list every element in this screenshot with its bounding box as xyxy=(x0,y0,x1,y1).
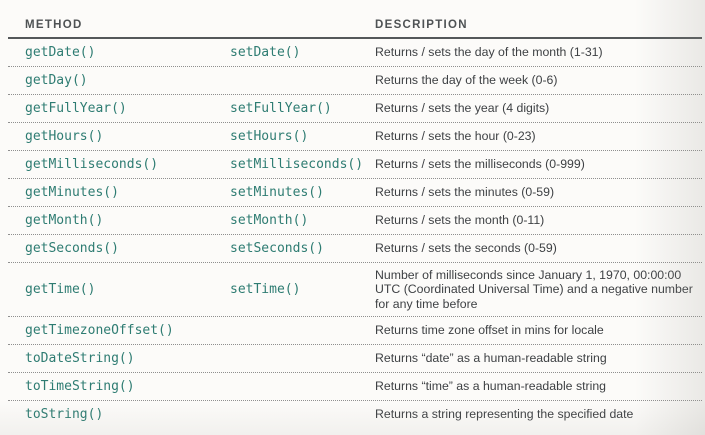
method-description: Returns / sets the milliseconds (0-999) xyxy=(375,157,585,172)
table-header-row: METHOD DESCRIPTION xyxy=(8,0,702,39)
table-row: getMonth() setMonth() Returns / sets the… xyxy=(8,207,702,235)
method-description: Returns / sets the hour (0-23) xyxy=(375,129,536,144)
setter-method: setSeconds() xyxy=(230,241,324,256)
method-description: Returns / sets the day of the month (1-3… xyxy=(375,45,603,60)
getter-method: getMilliseconds() xyxy=(25,157,159,172)
getter-method: getFullYear() xyxy=(25,101,127,116)
getter-method: getMonth() xyxy=(25,213,104,228)
method-description: Returns / sets the year (4 digits) xyxy=(375,101,550,116)
method-description: Returns the day of the week (0-6) xyxy=(375,73,558,88)
table-row: getMilliseconds() setMilliseconds() Retu… xyxy=(8,151,702,179)
method-description: Returns “time” as a human-readable strin… xyxy=(375,378,607,393)
setter-method: setFullYear() xyxy=(230,101,332,116)
method-column-header: METHOD xyxy=(25,19,83,31)
method-description: Returns / sets the seconds (0-59) xyxy=(375,241,557,256)
table-row: toString() Returns a string representing… xyxy=(8,401,702,428)
method-description: Returns time zone offset in mins for loc… xyxy=(375,322,604,337)
getter-method: getMinutes() xyxy=(25,185,119,200)
table-row: getDay() Returns the day of the week (0-… xyxy=(8,67,702,95)
method-table-body: getDate() setDate() Returns / sets the d… xyxy=(8,39,702,428)
table-row: getDate() setDate() Returns / sets the d… xyxy=(8,39,702,67)
getter-method: getTimezoneOffset() xyxy=(25,322,174,338)
setter-method: setDate() xyxy=(230,45,301,60)
getter-method: toTimeString() xyxy=(25,378,135,394)
getter-method: getDate() xyxy=(25,45,96,60)
date-methods-table: METHOD DESCRIPTION getDate() setDate() R… xyxy=(8,0,702,428)
table-row: getSeconds() setSeconds() Returns / sets… xyxy=(8,235,702,263)
table-row: toDateString() Returns “date” as a human… xyxy=(8,345,702,373)
description-column-header: DESCRIPTION xyxy=(375,19,468,31)
getter-method: getDay() xyxy=(25,73,88,88)
table-row: getTime() setTime() Number of millisecon… xyxy=(8,263,702,317)
table-row: getMinutes() setMinutes() Returns / sets… xyxy=(8,179,702,207)
table-row: getHours() setHours() Returns / sets the… xyxy=(8,123,702,151)
setter-method: setMonth() xyxy=(230,213,309,228)
method-description: Number of milliseconds since January 1, … xyxy=(375,267,693,311)
table-row: getFullYear() setFullYear() Returns / se… xyxy=(8,95,702,123)
getter-method: getTime() xyxy=(25,281,96,297)
getter-method: getHours() xyxy=(25,129,104,144)
method-description: Returns “date” as a human-readable strin… xyxy=(375,350,607,365)
getter-method: toString() xyxy=(25,406,104,422)
setter-method: setHours() xyxy=(230,129,309,144)
getter-method: getSeconds() xyxy=(25,241,119,256)
setter-method: setMinutes() xyxy=(230,185,324,200)
table-row: getTimezoneOffset() Returns time zone of… xyxy=(8,317,702,345)
setter-method: setMilliseconds() xyxy=(230,157,364,172)
table-row: toTimeString() Returns “time” as a human… xyxy=(8,373,702,401)
setter-method: setTime() xyxy=(230,281,301,297)
method-description: Returns a string representing the specif… xyxy=(375,406,634,421)
getter-method: toDateString() xyxy=(25,350,135,366)
method-description: Returns / sets the minutes (0-59) xyxy=(375,185,555,200)
method-description: Returns / sets the month (0-11) xyxy=(375,213,545,228)
